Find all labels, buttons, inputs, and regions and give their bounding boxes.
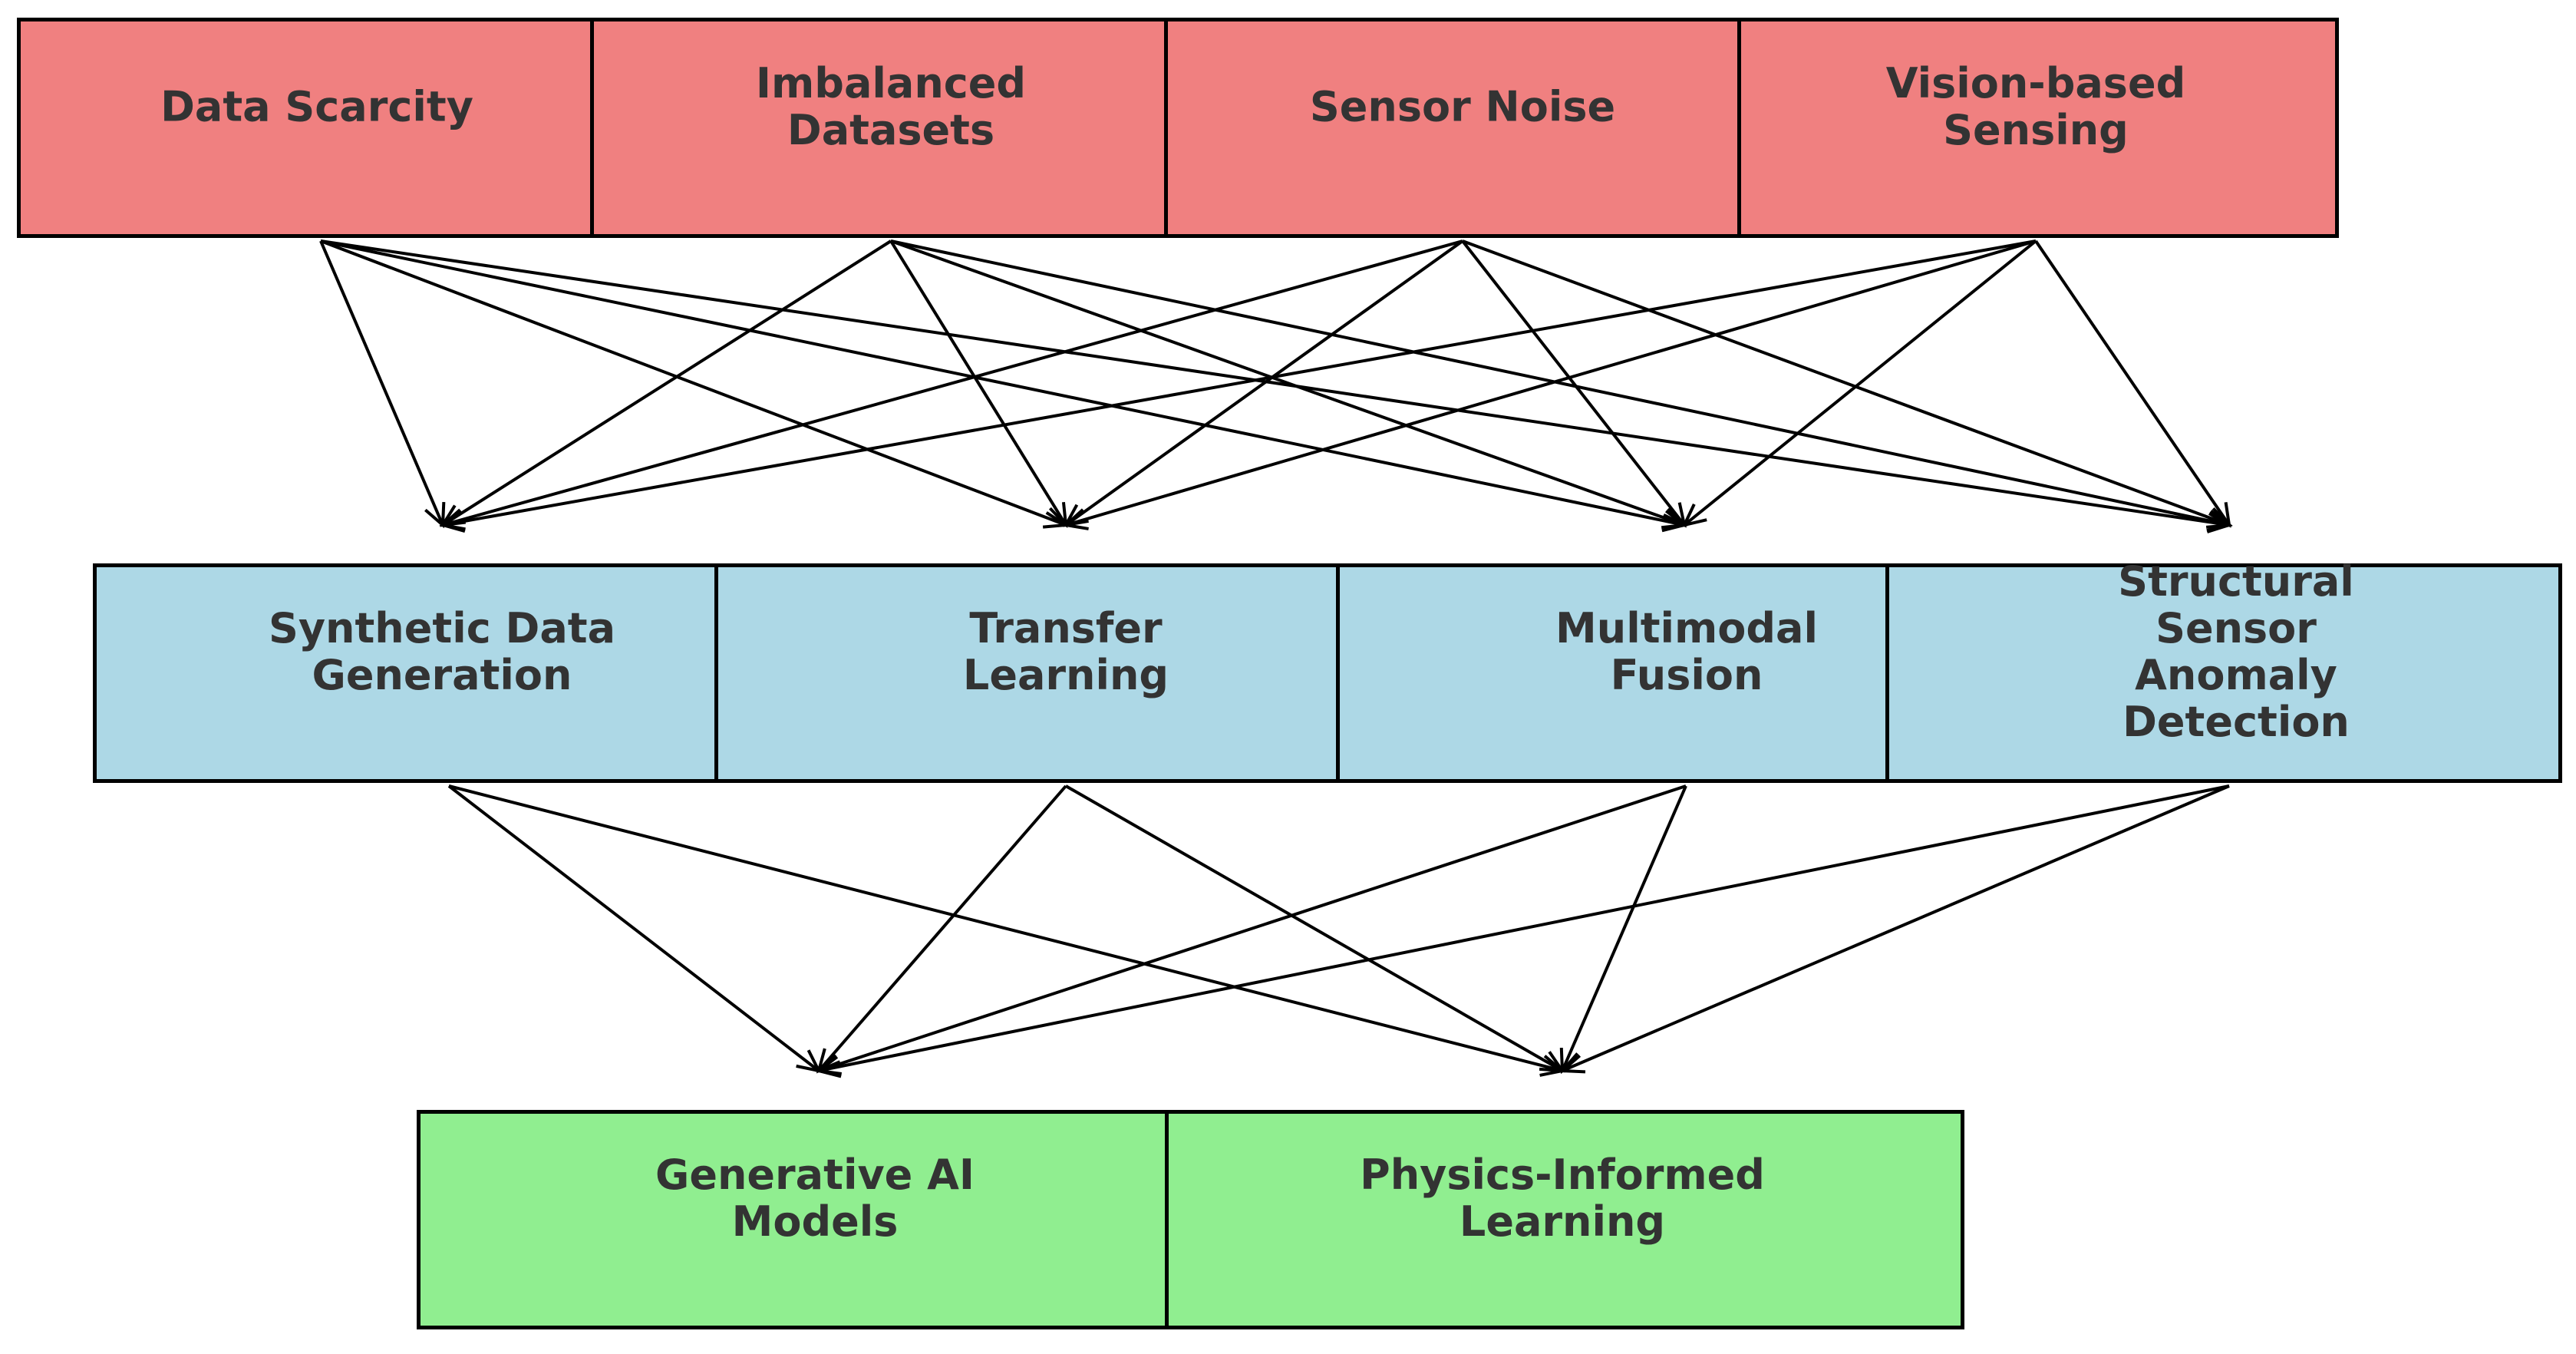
edge-data-scarcity-to-multimodal-fusion <box>320 239 1685 527</box>
edge-vision-based-sensing-to-transfer-learning <box>1065 239 2037 527</box>
edge-imbalanced-datasets-to-structural-sensor-anomaly-detection <box>890 239 2230 527</box>
edge-multimodal-fusion-to-physics-informed-learning <box>1561 785 1687 1072</box>
node-physics-informed-learning <box>1165 1110 1964 1329</box>
edge-data-scarcity-to-synthetic-data-generation <box>319 240 444 526</box>
arrowhead-vision-based-sensing-to-synthetic-data-generation <box>439 510 466 533</box>
edge-synthetic-data-generation-to-physics-informed-learning <box>448 784 1563 1072</box>
edge-vision-based-sensing-to-synthetic-data-generation <box>442 239 2037 527</box>
node-synthetic-data-generation <box>93 563 718 783</box>
arrowhead-structural-sensor-anomaly-detection-to-generative-ai-models <box>815 1055 842 1078</box>
edge-sensor-noise-to-transfer-learning <box>1064 239 1464 527</box>
edge-imbalanced-datasets-to-multimodal-fusion <box>890 239 1685 527</box>
arrowhead-structural-sensor-anomaly-detection-to-physics-informed-learning <box>1558 1052 1586 1074</box>
edge-synthetic-data-generation-to-generative-ai-models <box>447 784 820 1072</box>
node-structural-sensor-anomaly-detection <box>1885 563 2562 783</box>
label-data-scarcity: Data Scarcity <box>160 82 473 131</box>
node-data-scarcity <box>17 18 594 238</box>
label-imbalanced-datasets: Imbalanced Datasets <box>755 59 1027 154</box>
arrowhead-vision-based-sensing-to-structural-sensor-anomaly-detection <box>2208 502 2231 528</box>
label-vision-based-sensing: Vision-based Sensing <box>1885 59 2186 154</box>
edge-sensor-noise-to-multimodal-fusion <box>1461 239 1686 527</box>
edge-imbalanced-datasets-to-synthetic-data-generation <box>441 239 892 527</box>
edge-transfer-learning-to-generative-ai-models <box>817 784 1067 1072</box>
edge-sensor-noise-to-synthetic-data-generation <box>442 239 1463 527</box>
node-vision-based-sensing <box>1737 18 2339 238</box>
label-transfer-learning: Transfer Learning <box>962 604 1169 699</box>
edge-multimodal-fusion-to-generative-ai-models <box>818 784 1687 1072</box>
edge-data-scarcity-to-transfer-learning <box>320 239 1067 527</box>
node-multimodal-fusion <box>1336 563 1889 783</box>
edge-sensor-noise-to-structural-sensor-anomaly-detection <box>1462 239 2230 527</box>
arrowhead-vision-based-sensing-to-transfer-learning <box>1062 508 1089 530</box>
label-multimodal-fusion: Multimodal Fusion <box>1555 604 1818 699</box>
node-transfer-learning <box>714 563 1340 783</box>
edge-transfer-learning-to-physics-informed-learning <box>1065 784 1563 1072</box>
label-structural-sensor-anomaly-detection: Structural Sensor Anomaly Detection <box>2118 557 2354 746</box>
edge-structural-sensor-anomaly-detection-to-physics-informed-learning <box>1562 784 2230 1072</box>
label-synthetic-data-generation: Synthetic Data Generation <box>268 604 616 699</box>
node-imbalanced-datasets <box>590 18 1168 238</box>
edge-vision-based-sensing-to-structural-sensor-anomaly-detection <box>2034 239 2231 527</box>
edge-imbalanced-datasets-to-transfer-learning <box>889 239 1067 527</box>
label-sensor-noise: Sensor Noise <box>1309 82 1616 131</box>
node-generative-ai-models <box>417 1110 1169 1329</box>
edge-structural-sensor-anomaly-detection-to-generative-ai-models <box>818 784 2230 1072</box>
label-physics-informed-learning: Physics-Informed Learning <box>1360 1151 1765 1246</box>
label-generative-ai-models: Generative AI Models <box>655 1151 975 1246</box>
edge-vision-based-sensing-to-multimodal-fusion <box>1683 239 2037 527</box>
edge-data-scarcity-to-structural-sensor-anomaly-detection <box>320 239 2230 527</box>
arrowhead-vision-based-sensing-to-multimodal-fusion <box>1681 504 1707 527</box>
